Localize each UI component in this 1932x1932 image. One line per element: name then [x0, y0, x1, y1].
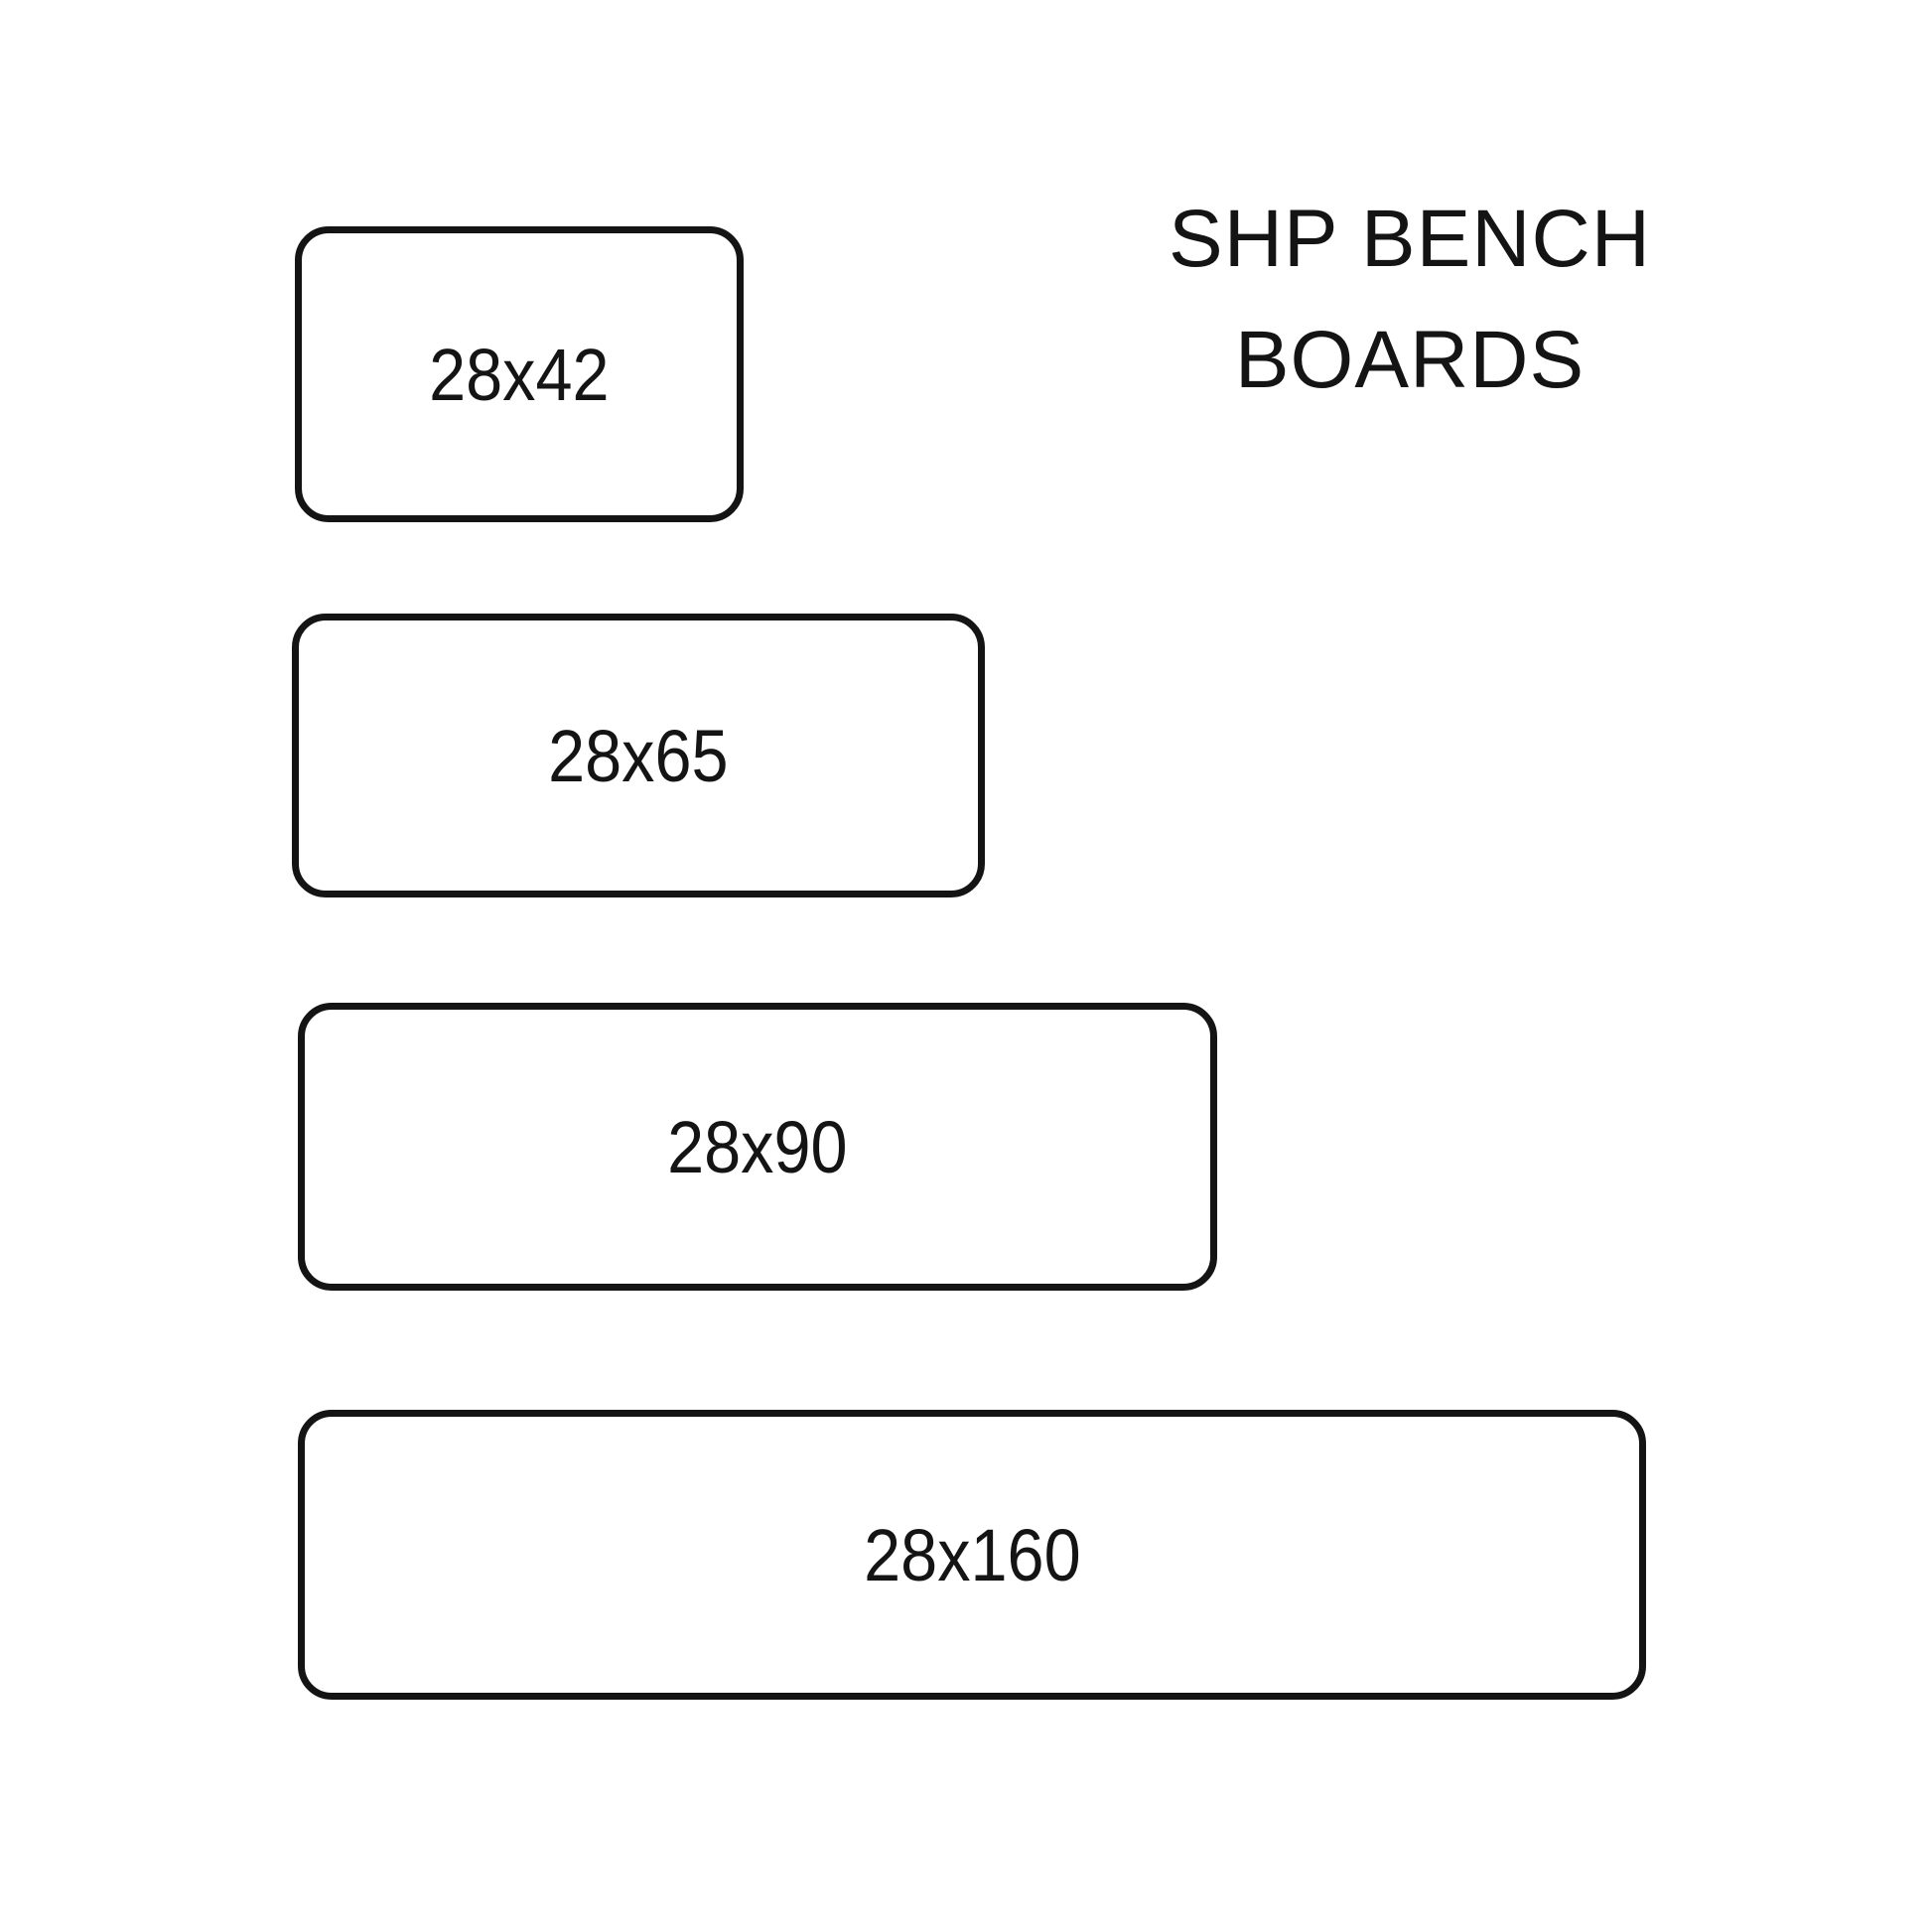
board-28x160: 28x160: [298, 1410, 1646, 1700]
board-28x90: 28x90: [298, 1003, 1217, 1291]
board-28x90-label: 28x90: [667, 1105, 848, 1188]
board-28x160-label: 28x160: [863, 1513, 1081, 1596]
board-28x42: 28x42: [295, 226, 744, 522]
diagram-title-line1: SHP BENCH: [1169, 194, 1651, 284]
diagram-title: SHP BENCH BOARDS: [1132, 179, 1688, 421]
diagram-title-line2: BOARDS: [1234, 315, 1586, 405]
board-28x42-label: 28x42: [429, 333, 610, 416]
board-28x65: 28x65: [292, 614, 985, 897]
board-28x65-label: 28x65: [548, 714, 729, 797]
